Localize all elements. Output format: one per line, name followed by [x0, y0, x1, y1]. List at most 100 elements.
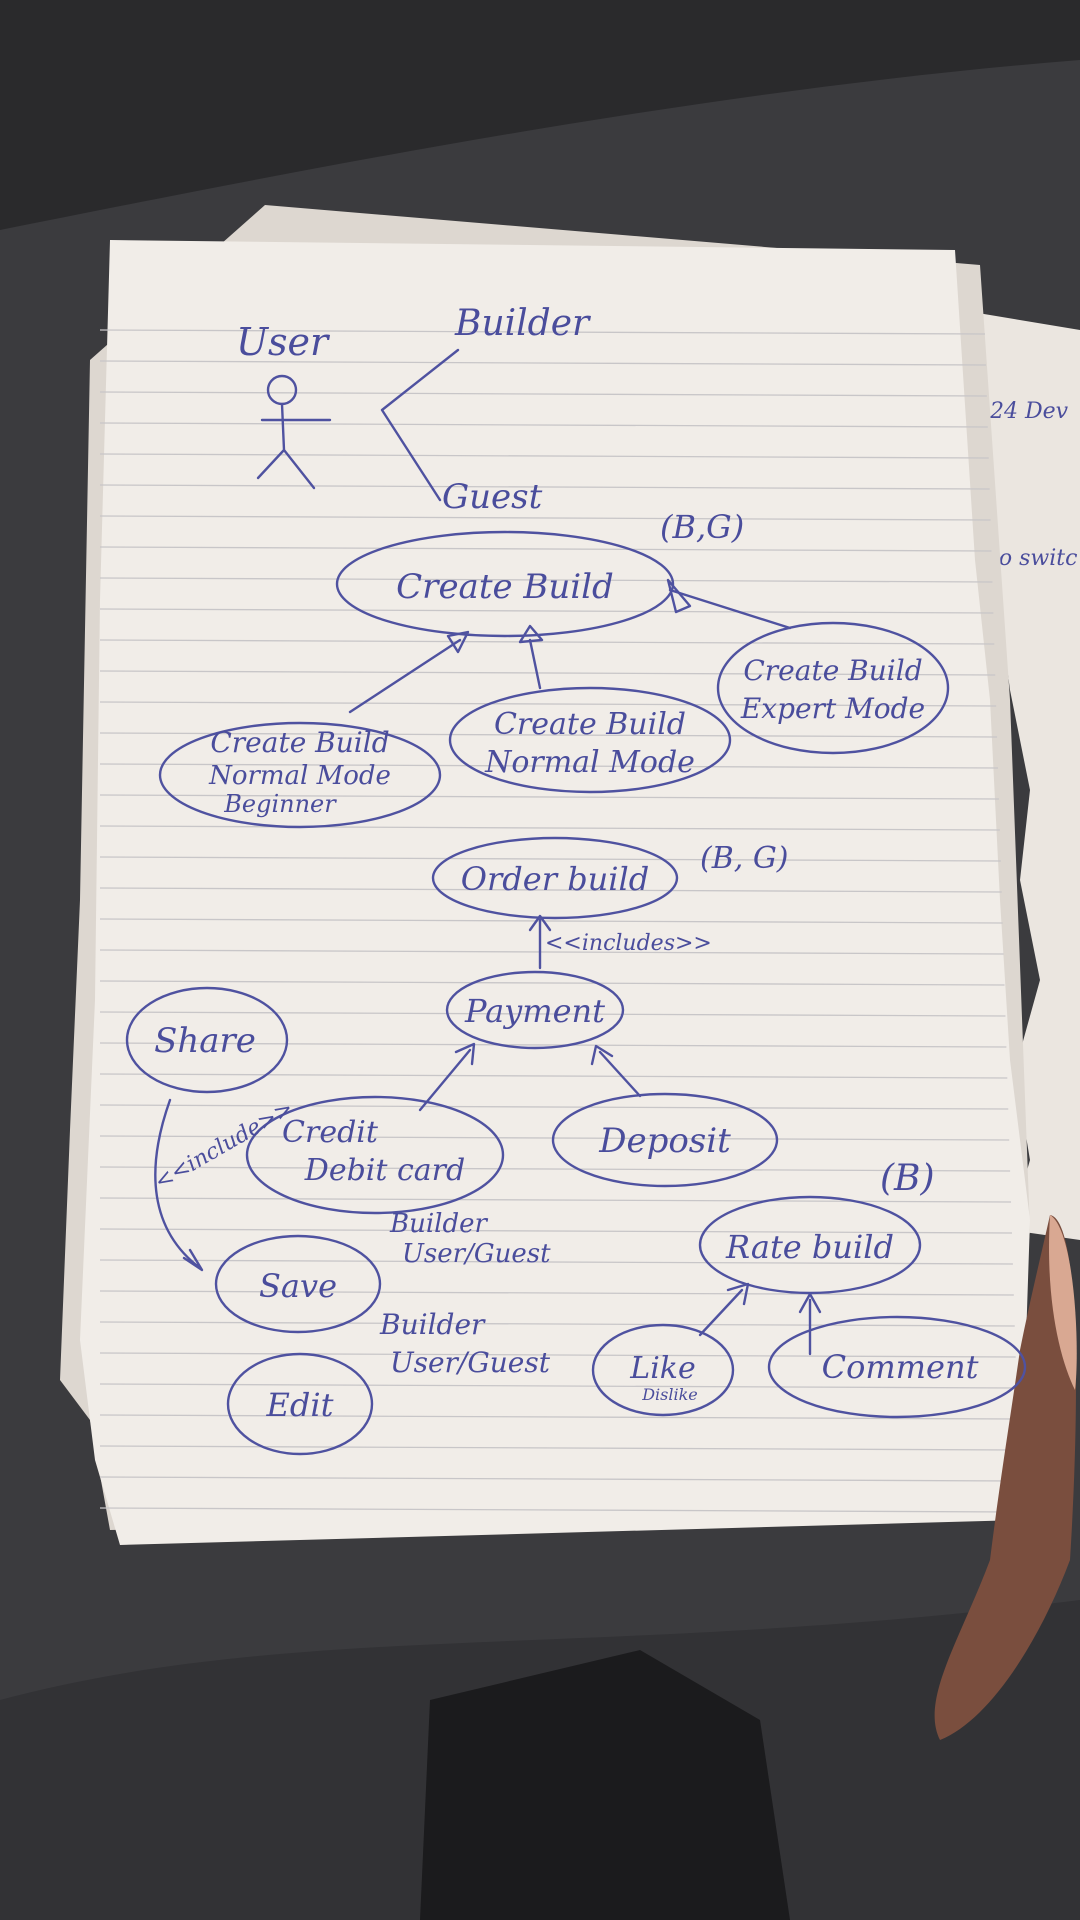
rule-line: [99, 1476, 1020, 1482]
order-build-usecase: [431, 836, 679, 920]
edit-actor-line1: Builder: [379, 1308, 486, 1341]
order-build-actors-tag: (B, G): [700, 841, 789, 876]
comment-usecase: [767, 1315, 1027, 1419]
comment-label: Comment: [822, 1348, 979, 1386]
expert-to-create-arrow: [668, 588, 792, 630]
rule-line: [99, 329, 986, 335]
actor-user-label: User: [236, 320, 331, 364]
rule-line: [99, 1104, 1009, 1110]
paper-sheet: [80, 240, 1030, 1545]
comment-to-rate-arrow: [798, 1292, 822, 1356]
rule-line: [99, 825, 1000, 831]
rule-line: [99, 453, 989, 459]
edit-usecase: [226, 1352, 374, 1456]
rule-line: [99, 1228, 1012, 1234]
rule-line: [99, 1383, 1017, 1389]
rate-build-label: Rate build: [725, 1228, 894, 1266]
beginner-label-line1: Create Build: [210, 726, 389, 759]
beginner-label-line3: Beginner: [223, 790, 337, 818]
save-label: Save: [259, 1267, 337, 1305]
rule-line: [99, 794, 999, 800]
rule-line: [99, 1445, 1019, 1451]
ruled-lines: [99, 329, 1021, 1513]
dark-object-bottom: [420, 1650, 790, 1920]
includes-label: <<includes>>: [545, 931, 712, 956]
rule-line: [99, 887, 1002, 893]
create-build-label: Create Build: [396, 567, 614, 607]
normal-label-line1: Create Build: [494, 707, 686, 742]
deposit-label: Deposit: [598, 1121, 731, 1161]
create-build-normal-usecase: [448, 686, 732, 794]
like-label: Like: [629, 1351, 695, 1386]
rule-line: [99, 856, 1001, 862]
rule-line: [99, 1166, 1011, 1172]
rule-line: [99, 732, 998, 738]
rule-line: [99, 546, 992, 552]
create-build-usecase: [335, 530, 675, 638]
actor-generalization-line: [380, 348, 460, 502]
rule-line: [99, 391, 987, 397]
normal-label-line2: Normal Mode: [484, 745, 695, 780]
rule-line: [99, 980, 1005, 986]
like-to-rate-arrow: [698, 1282, 750, 1337]
rule-line: [99, 918, 1003, 924]
save-usecase: [214, 1234, 382, 1334]
actor-builder-label: Builder: [454, 303, 591, 344]
beginner-label-line2: Normal Mode: [208, 761, 391, 791]
rule-line: [99, 515, 991, 521]
like-sub-label: Dislike: [641, 1385, 698, 1404]
rule-line: [99, 577, 993, 583]
edit-label: Edit: [266, 1386, 334, 1424]
rule-line: [99, 763, 999, 769]
rule-line: [99, 701, 997, 707]
order-build-label: Order build: [461, 860, 649, 898]
normal-arrowhead: [518, 624, 544, 644]
rule-line: [99, 422, 988, 428]
rate-build-actors-tag: (B): [880, 1158, 935, 1199]
create-build-expert-usecase: [716, 621, 950, 755]
rule-line: [99, 1135, 1010, 1141]
rule-line: [99, 1507, 1021, 1513]
rule-line: [99, 639, 995, 645]
rule-line: [99, 670, 996, 676]
user-actor-figure: [256, 374, 332, 490]
credit-debit-usecase: [245, 1095, 505, 1215]
side-sheet: 2024 Dev to switc: [960, 310, 1080, 1240]
payment-label: Payment: [464, 992, 605, 1030]
share-usecase: [125, 986, 289, 1094]
thumb: [1049, 1215, 1077, 1390]
beginner-arrowhead: [446, 630, 470, 654]
payment-usecase: [445, 970, 625, 1050]
share-include-save-arrow: [154, 1098, 204, 1272]
payment-includes-order-arrow: [528, 914, 552, 970]
rule-line: [99, 1011, 1006, 1017]
deposit-usecase: [551, 1092, 779, 1188]
credit-label-line1: Credit: [282, 1115, 379, 1150]
rule-line: [99, 360, 986, 366]
save-actor-line1: Builder: [389, 1209, 489, 1239]
beginner-to-create-arrow: [348, 638, 462, 714]
credit-to-payment-arrow: [418, 1042, 476, 1112]
rule-line: [99, 949, 1004, 955]
actor-guest-label: Guest: [442, 477, 543, 517]
hand: [934, 1215, 1076, 1740]
normal-to-create-arrow: [528, 638, 542, 690]
rule-line: [99, 1042, 1007, 1048]
rule-line: [99, 1352, 1016, 1358]
side-sheet-note: to switc: [990, 546, 1077, 571]
create-build-actors-tag: (B,G): [660, 508, 744, 546]
rule-line: [99, 608, 994, 614]
save-actor-line2: User/Guest: [402, 1239, 551, 1269]
expert-arrowhead: [666, 578, 692, 614]
rule-line: [99, 1321, 1015, 1327]
create-build-beginner-usecase: [158, 721, 442, 829]
expert-label-line1: Create Build: [743, 654, 922, 687]
share-label: Share: [154, 1021, 256, 1061]
like-usecase: [591, 1323, 735, 1417]
rule-line: [99, 484, 990, 490]
edit-actor-line2: User/Guest: [390, 1346, 551, 1379]
rule-line: [99, 1290, 1014, 1296]
rule-line: [99, 1073, 1008, 1079]
rule-line: [99, 1414, 1018, 1420]
